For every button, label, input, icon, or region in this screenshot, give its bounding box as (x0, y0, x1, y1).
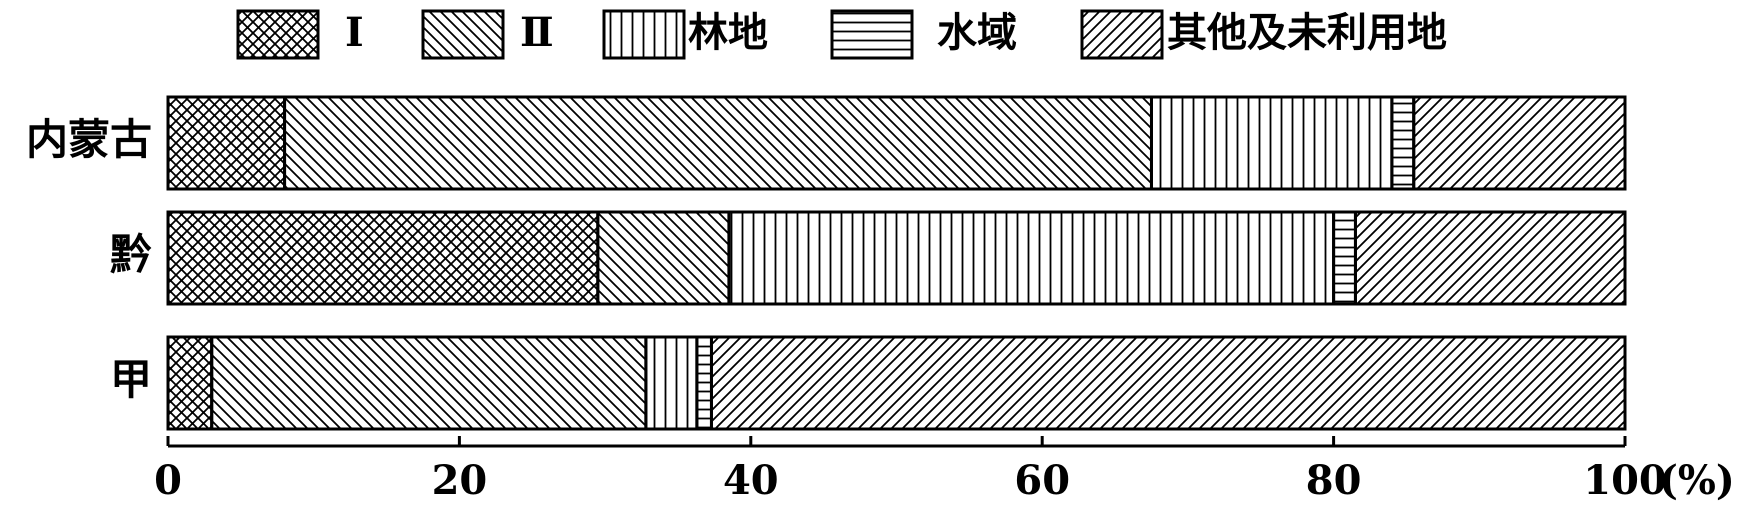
x-unit-label: (%) (1659, 457, 1735, 504)
legend-swatch-5 (1080, 9, 1164, 60)
bar-segment (1412, 95, 1627, 191)
category-label: 甲 (110, 355, 152, 404)
legend-swatch-2 (421, 9, 505, 60)
bar-segment (1149, 95, 1394, 191)
legend-swatch-3 (602, 9, 686, 60)
bar-segment (1390, 95, 1416, 191)
x-tick-label: 20 (432, 457, 488, 504)
legend-label-3: 林地 (688, 9, 768, 56)
bar-segment (166, 335, 214, 431)
bar-segment (695, 335, 713, 431)
x-tick-label: 60 (1014, 457, 1070, 504)
x-axis: 0 20 40 60 80 100(%) (154, 436, 1735, 504)
bar-segment (727, 210, 1336, 306)
legend: Ⅰ Ⅱ 林地 水域 其他及未利用地 (236, 9, 1447, 60)
bar-segment (210, 335, 648, 431)
legend-label-2: Ⅱ (520, 9, 554, 56)
bar-segment (1332, 210, 1357, 306)
x-tick-label: 40 (723, 457, 779, 504)
bar-segment (166, 210, 600, 306)
bar-segment (166, 95, 287, 191)
legend-swatch-4 (830, 9, 914, 60)
bar-segment (644, 335, 699, 431)
bar-segment (596, 210, 731, 306)
bar-segment (283, 95, 1153, 191)
legend-swatch-1 (236, 9, 320, 60)
category-label: 黔 (110, 230, 152, 279)
x-tick-label: 80 (1306, 457, 1362, 504)
legend-label-5: 其他及未利用地 (1167, 9, 1447, 56)
x-tick-label: 100 (1583, 457, 1667, 504)
legend-label-1: Ⅰ (345, 9, 364, 56)
category-label: 内蒙古 (26, 115, 152, 164)
bar-segment (709, 335, 1627, 431)
bar-segment (1353, 210, 1627, 306)
x-tick-label: 0 (154, 457, 182, 504)
legend-label-4: 水域 (937, 9, 1017, 56)
bars (166, 95, 1627, 431)
